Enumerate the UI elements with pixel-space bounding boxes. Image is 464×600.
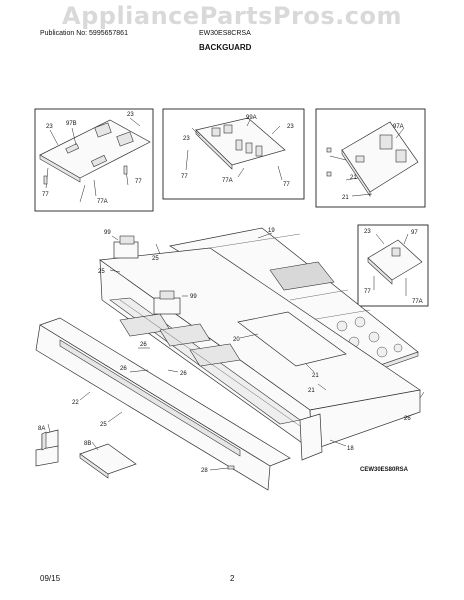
inset-control-board-97b: 23 97B 23 77 77 77A <box>34 108 154 212</box>
bracket-20: 20 21 21 <box>233 311 347 394</box>
section-title: BACKGUARD <box>199 43 252 52</box>
callout-77: 77 <box>364 289 371 295</box>
footer-page-number: 2 <box>230 574 235 583</box>
publication-number: Publication No: 5995657861 <box>40 30 128 37</box>
callout-21: 21 <box>350 175 357 181</box>
screws: 26 26 26 25 26 <box>100 342 425 428</box>
inset-control-board-99a: 23 99A 23 77 77A 77 <box>162 108 305 200</box>
watermark: AppliancePartsPros.com <box>62 2 402 30</box>
inset-control-board-97a: 97A 21 21 <box>315 108 426 208</box>
bracket-8b: 8B <box>79 441 137 479</box>
callout-26: 26 <box>180 371 187 377</box>
callout-99: 99 <box>104 230 111 236</box>
figure-reference: CEW30ES80RSA <box>360 467 409 473</box>
callout-26: 26 <box>140 342 147 348</box>
callout-8b: 8B <box>84 441 91 447</box>
callout-21: 21 <box>308 388 315 394</box>
callout-77a: 77A <box>222 178 233 184</box>
callout-77: 77 <box>135 179 142 185</box>
callout-25: 25 <box>100 422 107 428</box>
callout-26: 26 <box>120 366 127 372</box>
footer-date: 09/15 <box>40 574 61 583</box>
callout-97: 97 <box>411 230 418 236</box>
callout-77: 77 <box>42 192 49 198</box>
bracket-8a: 8A <box>35 423 59 467</box>
callout-23: 23 <box>364 229 371 235</box>
callout-28: 28 <box>201 468 208 474</box>
callout-18: 18 <box>347 446 354 452</box>
screw-28: 28 <box>201 465 235 474</box>
transformer-99-upper: 99 25 25 <box>98 230 161 275</box>
callout-23: 23 <box>127 112 134 118</box>
callout-23: 23 <box>183 136 190 142</box>
callout-20: 20 <box>233 337 240 343</box>
inset-control-board-97: 23 97 77 77A <box>357 224 429 307</box>
callout-26: 26 <box>404 416 411 422</box>
callout-77: 77 <box>181 174 188 180</box>
callout-77a: 77A <box>97 199 108 205</box>
callout-21: 21 <box>342 195 349 201</box>
callout-25: 25 <box>152 256 159 262</box>
callout-25: 25 <box>98 269 105 275</box>
callout-19: 19 <box>268 228 275 234</box>
callout-23: 23 <box>46 124 53 130</box>
callout-97b: 97B <box>66 121 77 127</box>
callout-23: 23 <box>287 124 294 130</box>
side-bracket-18: 18 <box>299 413 354 461</box>
callout-99a: 99A <box>246 115 257 121</box>
model-number: EW30ES8CRSA <box>199 30 251 37</box>
callout-99: 99 <box>190 294 197 300</box>
callout-21: 21 <box>312 373 319 379</box>
callout-77: 77 <box>283 182 290 188</box>
front-trim-22: 22 <box>35 317 291 491</box>
callout-77a: 77A <box>412 299 423 305</box>
callout-97a: 97A <box>393 124 404 130</box>
transformer-99-lower: 99 <box>153 290 197 315</box>
callout-8a: 8A <box>38 426 45 432</box>
callout-22: 22 <box>72 400 79 406</box>
